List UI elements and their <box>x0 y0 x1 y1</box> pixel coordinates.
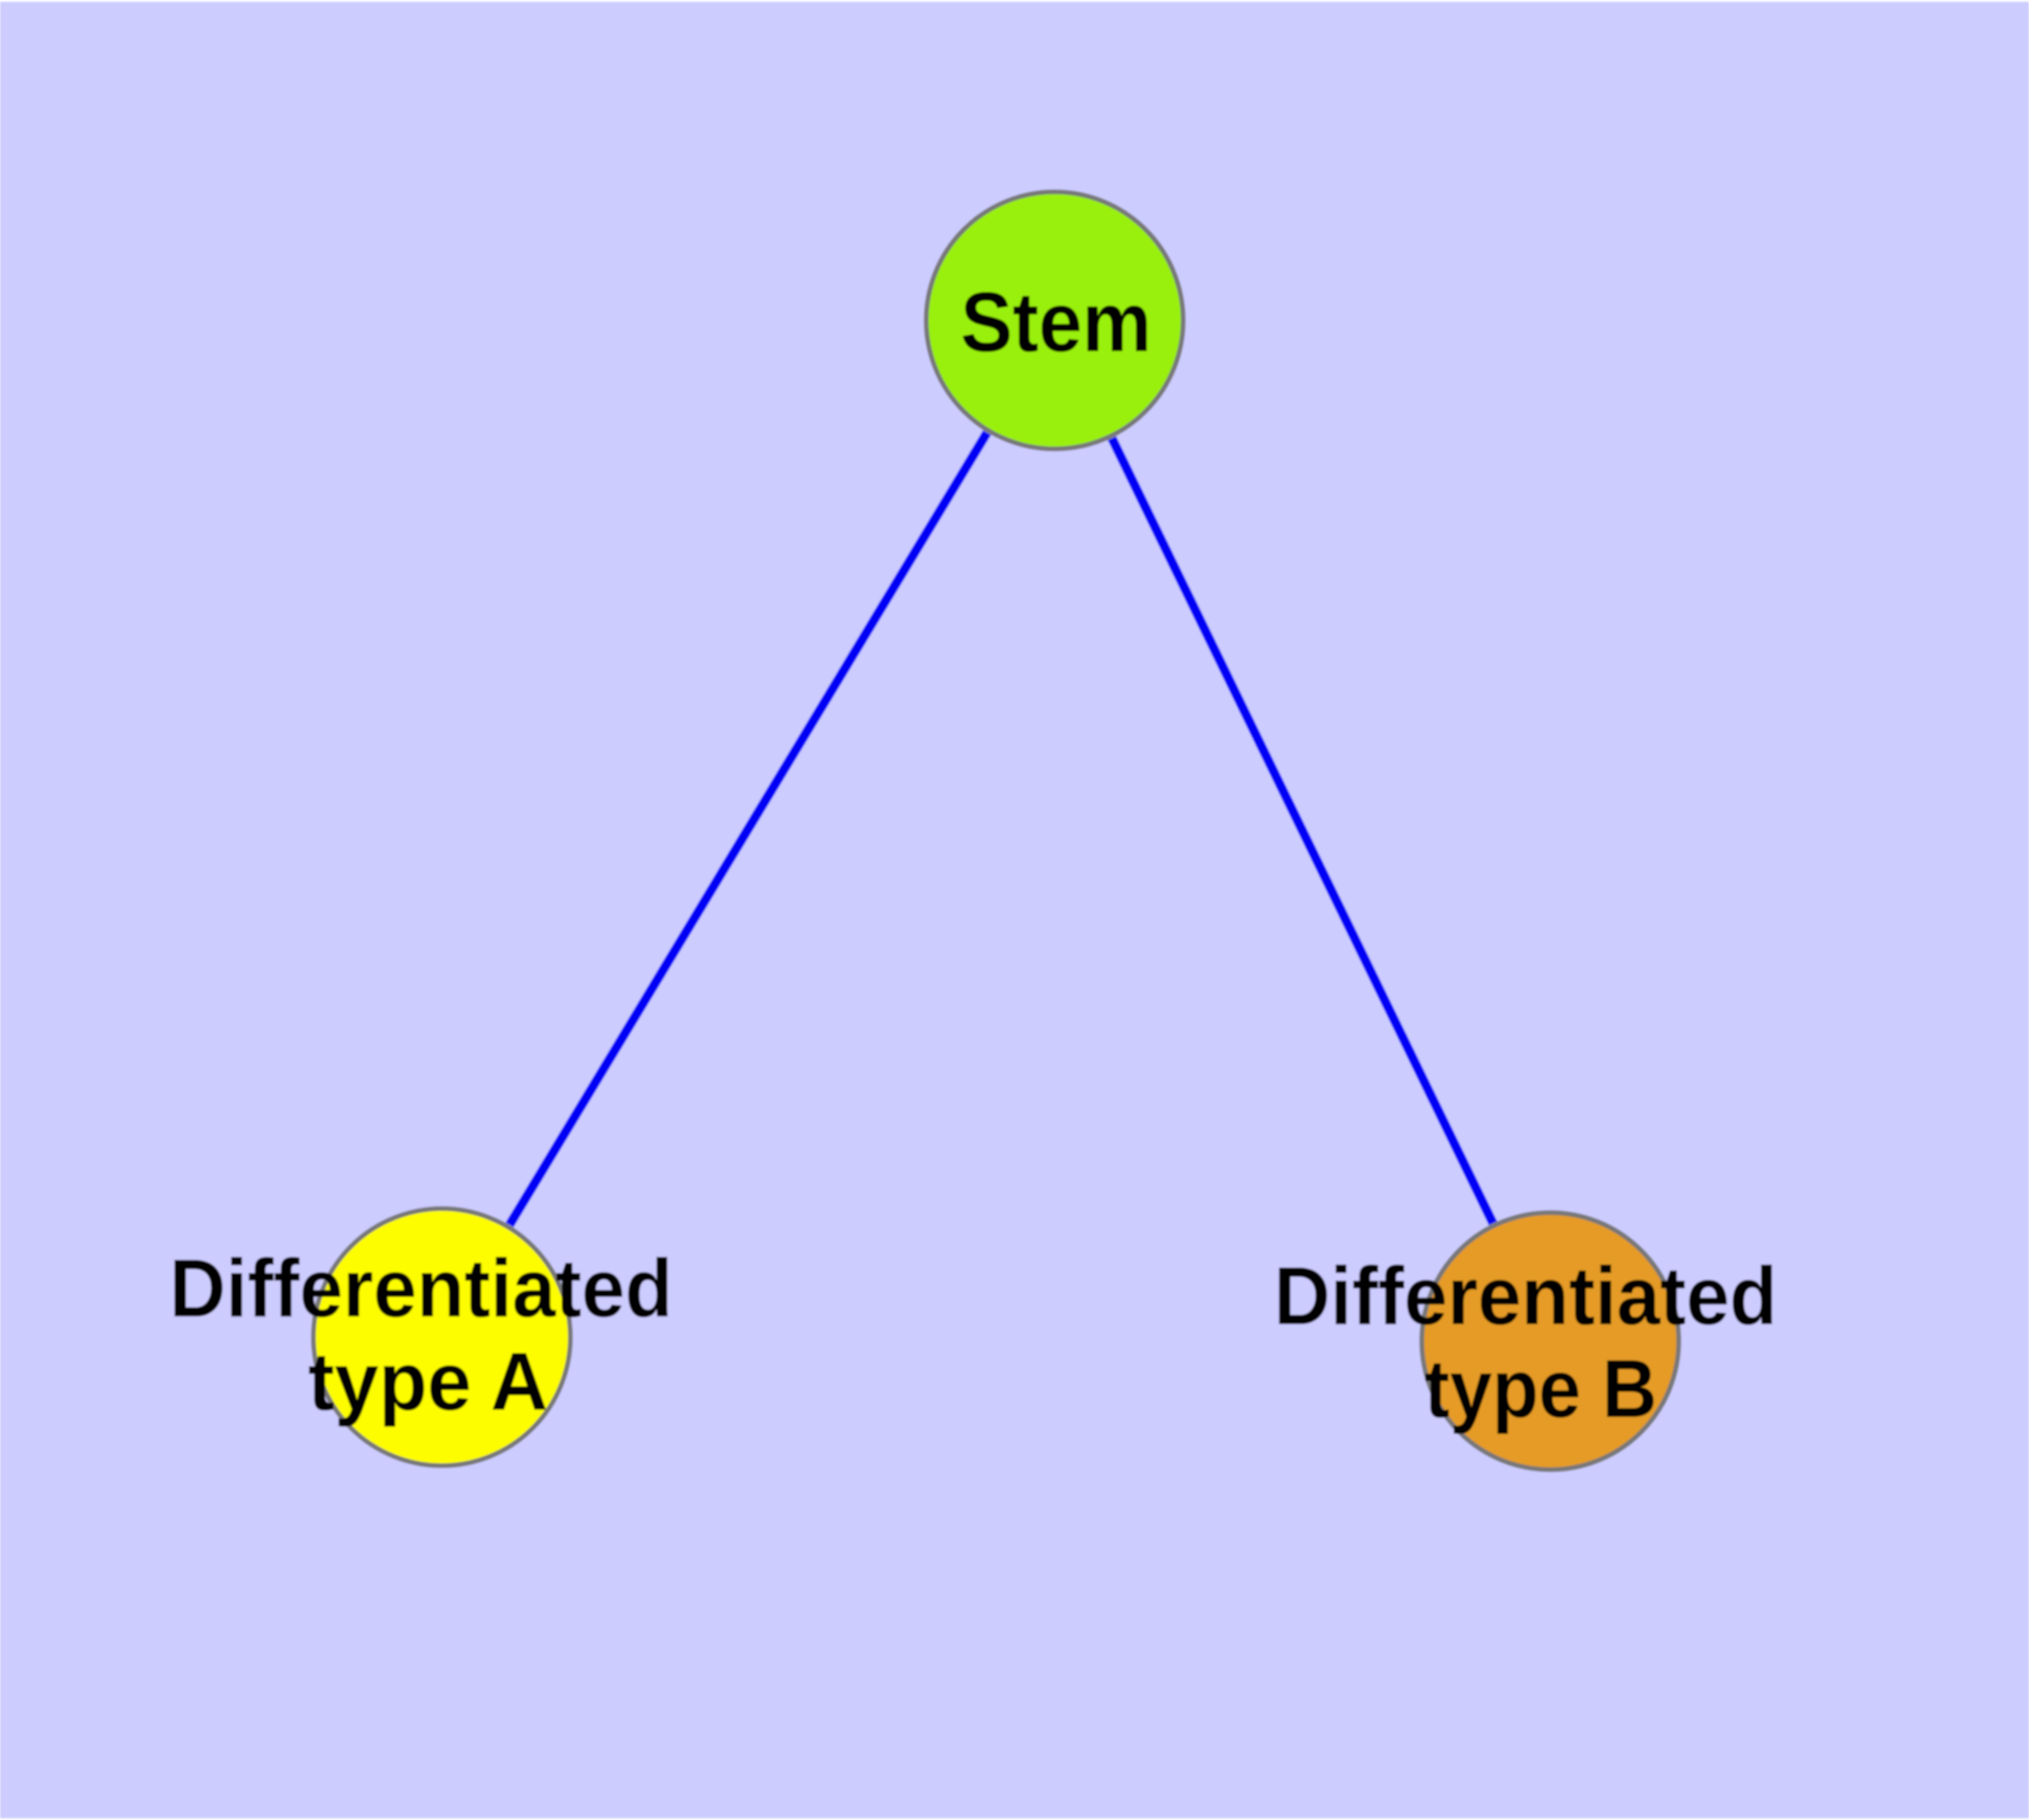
svg-text:Differentiated: Differentiated <box>1274 1251 1777 1342</box>
svg-text:type A: type A <box>308 1336 548 1428</box>
svg-text:Differentiated: Differentiated <box>169 1244 672 1335</box>
svg-text:type B: type B <box>1425 1344 1658 1435</box>
svg-text:Stem: Stem <box>961 275 1152 369</box>
